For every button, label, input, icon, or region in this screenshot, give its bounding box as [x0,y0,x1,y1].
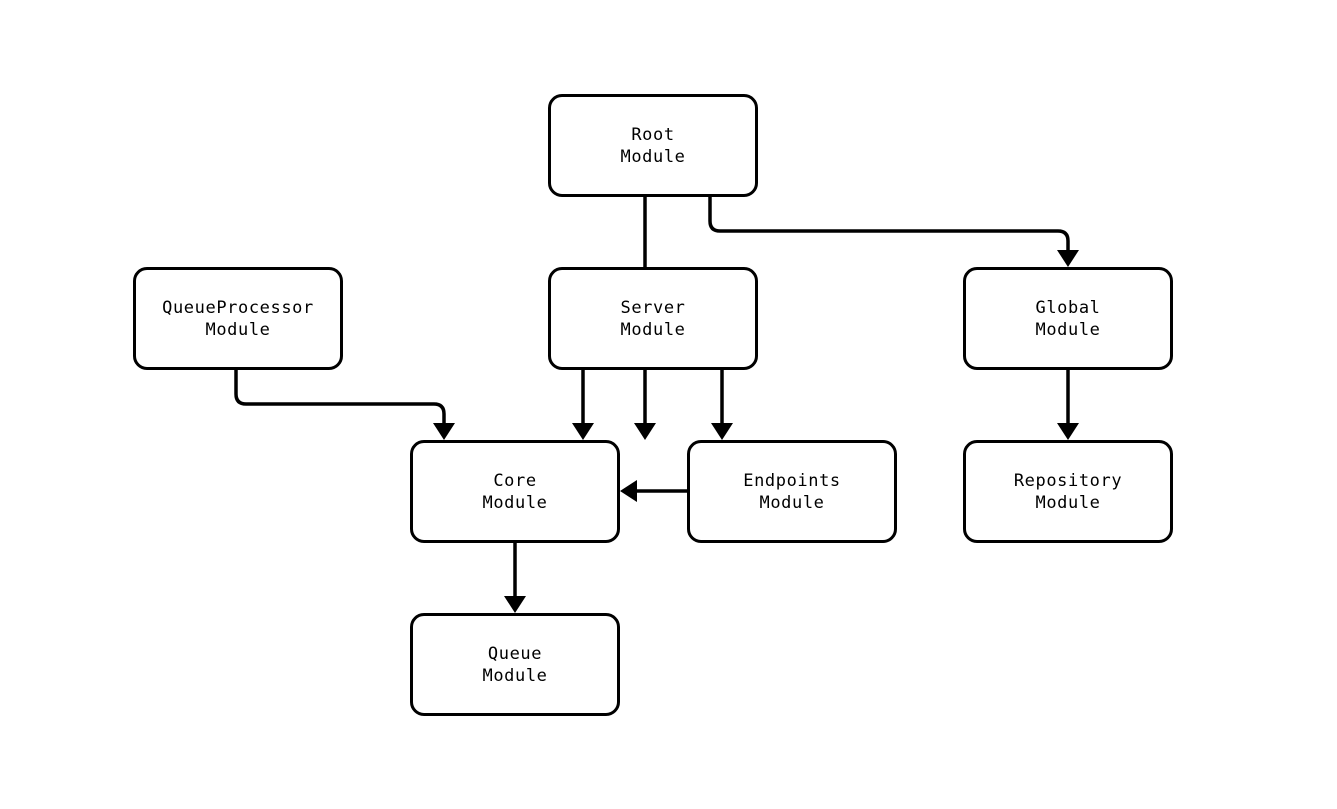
edge-queueprocessor-to-core [234,370,446,424]
node-queue-module-line1: Queue [487,643,543,664]
node-endpoints-module[interactable]: Endpoints Module [687,440,897,543]
node-queue-module[interactable]: Queue Module [410,613,620,716]
node-global-module[interactable]: Global Module [963,267,1173,370]
arrowhead-global-to-repository [1057,423,1079,440]
node-server-module-line2: Module [620,319,686,340]
node-queueprocessor-module[interactable]: QueueProcessor Module [133,267,343,370]
node-repository-module-line1: Repository [1013,470,1123,491]
node-core-module-line1: Core [493,470,537,491]
node-queueprocessor-module-line2: Module [205,319,271,340]
arrowhead-core-to-queue [504,596,526,613]
node-server-module[interactable]: Server Module [548,267,758,370]
arrowhead-queueprocessor-to-core [433,423,455,440]
node-endpoints-module-line1: Endpoints [743,470,841,491]
node-queueprocessor-module-line1: QueueProcessor [162,297,314,318]
arrowhead-server-to-endpoints [711,423,733,440]
node-root-module-line1: Root [631,124,675,145]
arrowhead-root-to-global [1057,250,1079,267]
node-root-module-line2: Module [620,146,686,167]
node-global-module-line1: Global [1035,297,1101,318]
edges-group [234,197,1070,597]
node-core-module-line2: Module [482,492,548,513]
arrowhead-endpoints-to-core [620,480,637,502]
arrowhead-root-to-server [634,423,656,440]
edge-root-to-global [708,197,1070,251]
node-endpoints-module-line2: Module [759,492,825,513]
node-repository-module[interactable]: Repository Module [963,440,1173,543]
node-global-module-line2: Module [1035,319,1101,340]
node-queue-module-line2: Module [482,665,548,686]
node-core-module[interactable]: Core Module [410,440,620,543]
arrowhead-server-to-core [572,423,594,440]
node-root-module[interactable]: Root Module [548,94,758,197]
node-server-module-line1: Server [620,297,686,318]
node-repository-module-line2: Module [1035,492,1101,513]
